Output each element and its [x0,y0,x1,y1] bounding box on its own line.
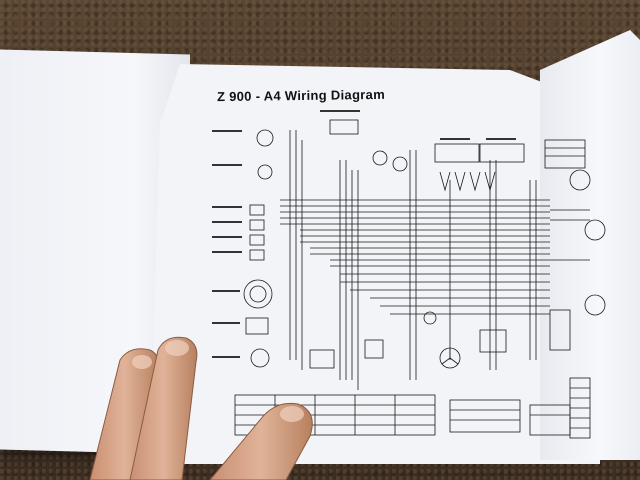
diagram-title: Z 900 - A4 Wiring Diagram [216,86,386,105]
wiring-diagram [212,110,606,439]
right-side-components [544,139,606,439]
left-lamps [243,129,274,368]
tiny-labels [212,110,516,358]
lower-components [309,311,507,369]
top-components [329,119,525,192]
harness-lines [280,199,550,315]
vertical-wires [289,130,537,390]
switch-tables [234,394,571,436]
